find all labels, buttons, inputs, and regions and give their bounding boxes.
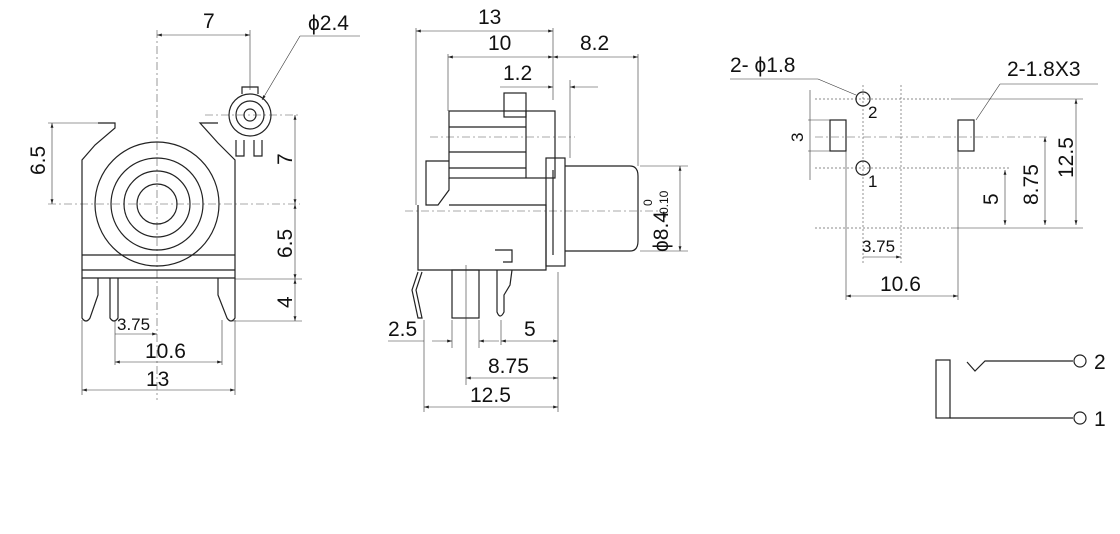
dim-pin-offset: 3.75 xyxy=(117,315,150,334)
schematic-pin-2: 2 xyxy=(1094,351,1106,374)
front-view: 7 ϕ2.4 6.5 7 6.5 4 3.75 10.6 13 xyxy=(27,10,360,400)
tolerance-upper: 0 xyxy=(641,199,655,206)
dim-slot-height: 3 xyxy=(788,133,807,142)
dim-width: 13 xyxy=(146,368,169,391)
dim-3-75: 3.75 xyxy=(862,237,895,256)
dim-slots: 2-1.8X3 xyxy=(1007,58,1081,81)
dim-height-upper: 6.5 xyxy=(27,146,50,175)
dim-12-5: 12.5 xyxy=(1055,137,1078,178)
dim-10-6: 10.6 xyxy=(880,273,921,296)
dim-total-length: 13 xyxy=(478,6,501,29)
dim-8-75: 8.75 xyxy=(1020,164,1043,205)
dim-pitch-total: 12.5 xyxy=(470,384,511,407)
dim-pin-diameter: ϕ2.4 xyxy=(308,12,349,35)
hole-2-label: 2 xyxy=(868,103,877,122)
dim-right-mid: 6.5 xyxy=(274,229,297,258)
schematic-symbol: 2 1 xyxy=(935,351,1106,431)
tolerance-lower: -0.10 xyxy=(657,190,671,218)
dim-lead-right: 5 xyxy=(524,318,536,341)
dim-right-upper: 7 xyxy=(274,153,297,165)
dim-right-low: 4 xyxy=(274,296,297,308)
dim-5: 5 xyxy=(980,193,1003,205)
schematic-pin-1: 1 xyxy=(1094,408,1106,431)
pcb-layout: 2 1 2- ϕ1.8 2-1.8X3 3 5 8.75 12.5 3.75 1… xyxy=(730,54,1098,300)
dim-flange: 1.2 xyxy=(503,62,532,85)
dim-lead-left: 2.5 xyxy=(388,318,417,341)
dim-barrel-length: 8.2 xyxy=(580,32,609,55)
hole-1-label: 1 xyxy=(868,172,877,191)
dim-holes: 2- ϕ1.8 xyxy=(730,54,795,77)
dim-pitch-mid: 8.75 xyxy=(488,355,529,378)
dim-width-top: 7 xyxy=(203,10,215,33)
dim-barrel-diameter: ϕ8.4 xyxy=(650,211,673,252)
dim-pin-span: 10.6 xyxy=(145,340,186,363)
side-view: 13 10 8.2 1.2 ϕ8.4 0 -0.10 2.5 5 8.75 12… xyxy=(388,6,688,412)
dim-body-length: 10 xyxy=(488,32,511,55)
